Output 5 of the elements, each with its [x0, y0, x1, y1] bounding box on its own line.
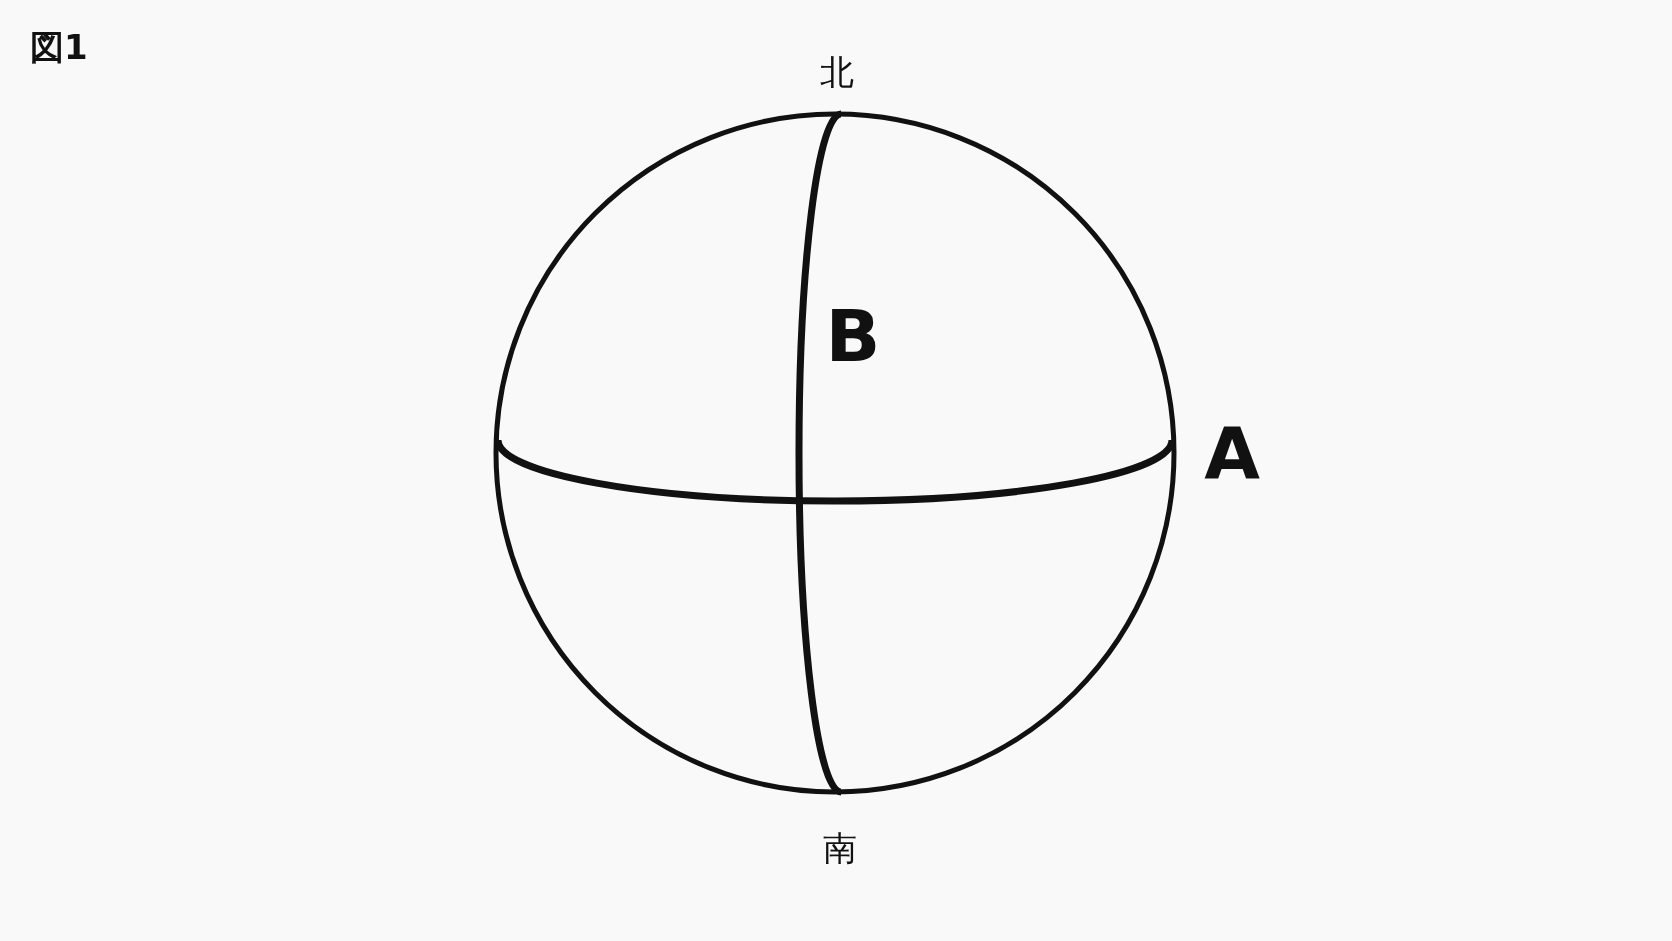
label: B [825, 300, 881, 372]
figure-title: 図1 [30, 30, 88, 64]
label: 北 [820, 55, 854, 89]
label: A [1204, 417, 1260, 489]
label: 南 [823, 831, 857, 865]
